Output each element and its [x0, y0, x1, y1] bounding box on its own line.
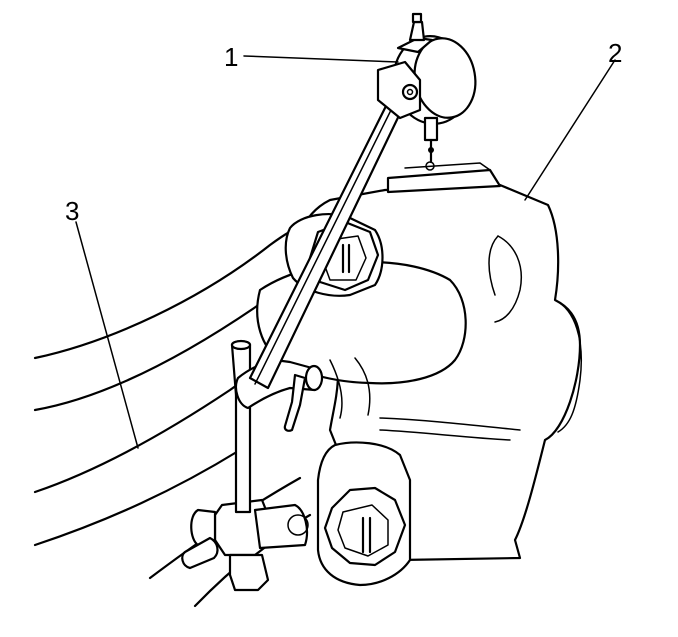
magnetic-base-clamp: [181, 498, 309, 592]
callout-3: 3: [65, 196, 79, 226]
leader-3: [75, 221, 139, 449]
axle-tube-lines: [33, 223, 312, 608]
vertical-post: [230, 339, 252, 514]
callout-leaders: [75, 55, 616, 449]
dial-indicator: [376, 12, 477, 164]
lower-ball-joint: [316, 441, 412, 587]
callout-1: 1: [224, 42, 238, 72]
leader-2: [524, 59, 616, 201]
leader-1: [243, 55, 399, 63]
callout-2: 2: [608, 38, 622, 68]
